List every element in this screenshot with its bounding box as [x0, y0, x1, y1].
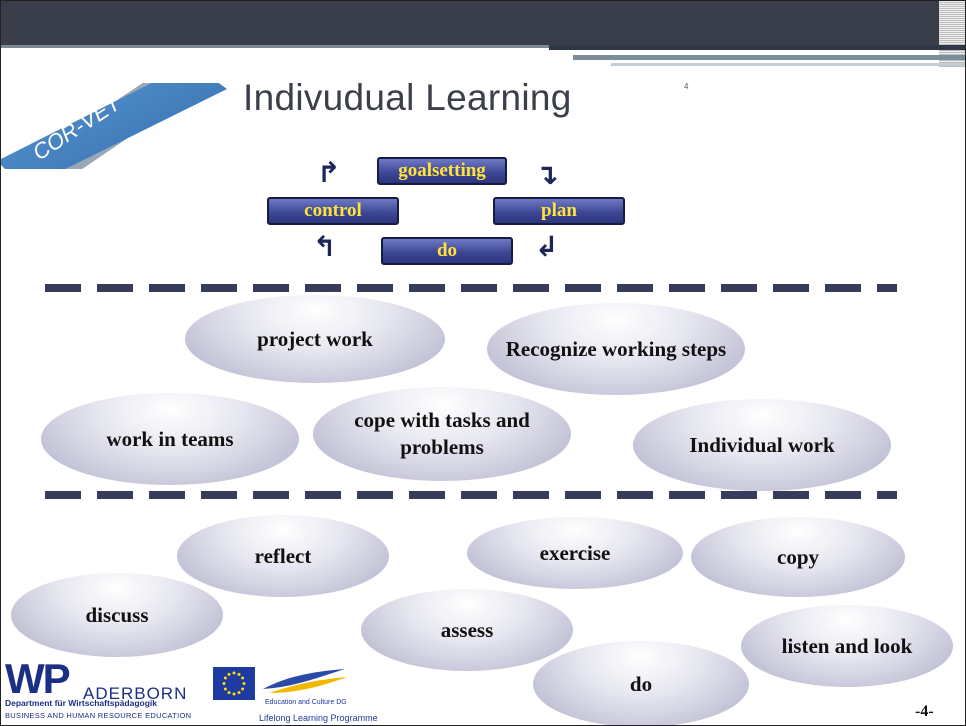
bubble-discuss: discuss	[11, 573, 223, 657]
wp-logo: WP	[5, 655, 71, 702]
bubble-work-in-teams: work in teams	[41, 393, 299, 485]
bubble-individual-work: Individual work	[633, 399, 891, 491]
paderborn-text: ADERBORN	[83, 684, 188, 703]
cor-vet-banner: COR-VET	[1, 83, 227, 169]
bubble-cope-with-tasks: cope with tasks and problems	[313, 387, 571, 481]
accent-bar	[549, 45, 965, 50]
divider-top	[45, 284, 897, 292]
llp-text: Lifelong Learning Programme	[259, 713, 378, 723]
slide-title: Indivudual Learning	[243, 77, 572, 118]
arrow-down-left-icon: ↲	[535, 230, 559, 263]
education-culture-text: Education and Culture DG	[265, 699, 347, 706]
bubble-assess: assess	[361, 589, 573, 671]
bubble-listen-and-look: listen and look	[741, 605, 953, 687]
footer-logos: WP ADERBORN Department für Wirtschaftspä…	[1, 651, 378, 725]
arrow-right-up-icon: ↱	[317, 156, 341, 189]
cycle-goalsetting: goalsetting	[377, 157, 507, 185]
accent-bar	[573, 55, 965, 60]
llp-swoosh-icon	[263, 669, 347, 693]
page-number: -4-	[915, 703, 934, 720]
bubble-project-work: project work	[185, 295, 445, 383]
top-bar-stripe	[1, 45, 965, 48]
divider-bottom	[45, 491, 897, 499]
department-subtitle: BUSINESS AND HUMAN RESOURCE EDUCATION	[5, 711, 192, 720]
bubble-do: do	[533, 641, 749, 725]
accent-bar	[611, 63, 965, 66]
arrow-up-left-icon: ↰	[313, 230, 337, 263]
title-superscript: 4	[684, 82, 689, 91]
top-bar	[1, 1, 965, 45]
bubble-copy: copy	[691, 517, 905, 597]
cycle-do: do	[381, 237, 513, 265]
cycle-plan: plan	[493, 197, 625, 225]
bubble-recognize-working-steps: Recognize working steps	[487, 303, 745, 395]
eu-flag-icon	[213, 667, 255, 700]
bubble-exercise: exercise	[467, 517, 683, 589]
bubble-reflect: reflect	[177, 515, 389, 597]
department-name: Department für Wirtschaftspädagogik	[5, 698, 157, 708]
arrow-right-down-icon: ↴	[535, 158, 559, 191]
cycle-control: control	[267, 197, 399, 225]
